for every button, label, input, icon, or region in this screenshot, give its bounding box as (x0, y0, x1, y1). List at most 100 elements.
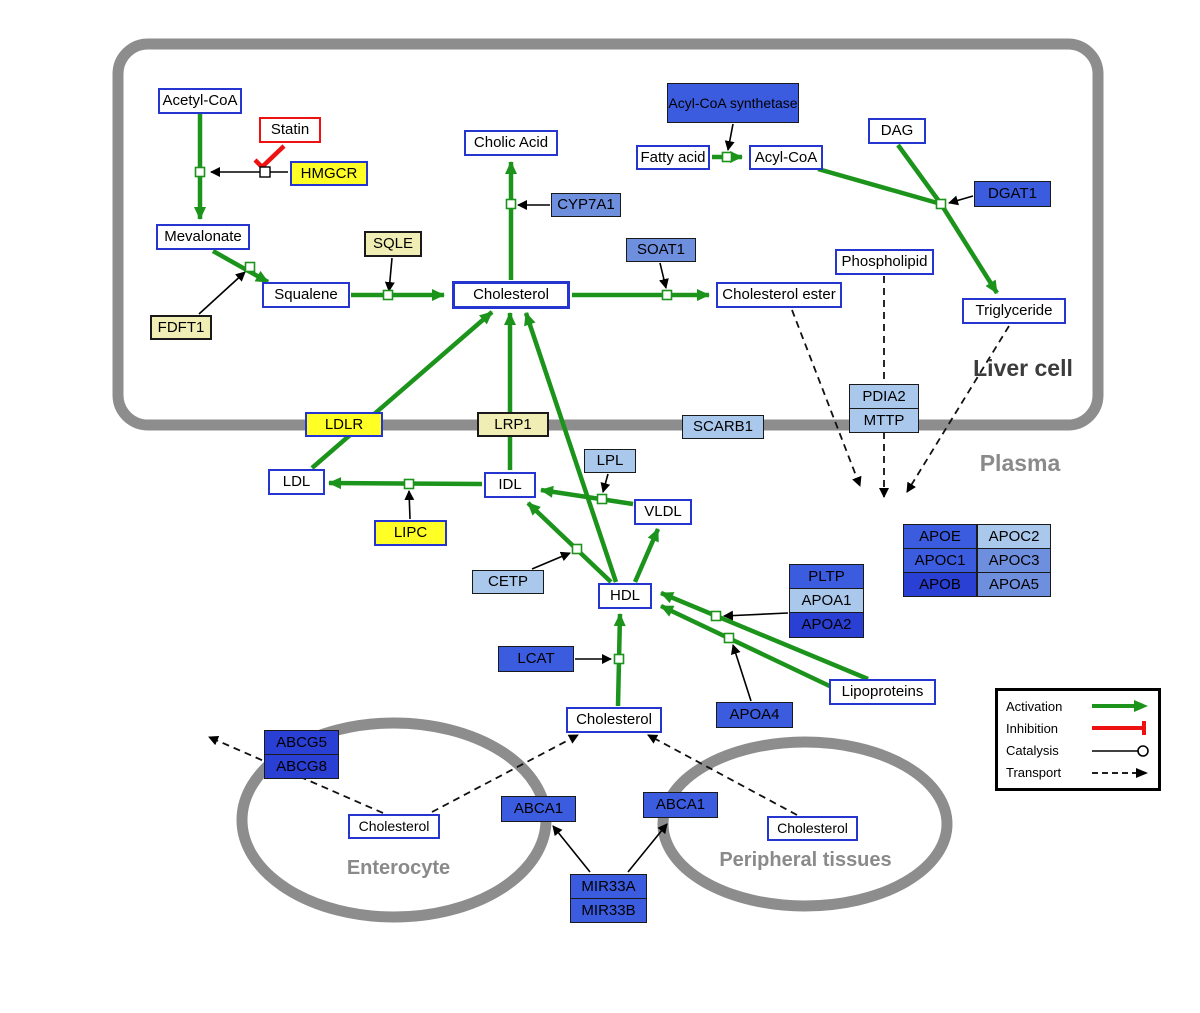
node-dgat1[interactable]: DGAT1 (974, 181, 1051, 207)
node-mttp[interactable]: MTTP (849, 408, 919, 433)
liver-cell-membrane (112, 38, 1104, 431)
catalysis-soat1 (659, 262, 669, 289)
node-lcat[interactable]: LCAT (498, 646, 574, 672)
node-hmgcr[interactable]: HMGCR (290, 161, 368, 186)
node-dag[interactable]: DAG (868, 118, 926, 144)
edge-mir33-abca1-right (627, 823, 668, 873)
node-phospholipid[interactable]: Phospholipid (835, 249, 934, 275)
node-abca1-right[interactable]: ABCA1 (643, 792, 718, 818)
node-abca1-left[interactable]: ABCA1 (501, 796, 576, 822)
edge-lipoproteins-hdl-upper (660, 590, 869, 682)
node-lpl[interactable]: LPL (584, 449, 636, 473)
transport-cholesterol-abcg (208, 736, 384, 814)
node-abcg5[interactable]: ABCG5 (264, 730, 339, 755)
plasma-label: Plasma (979, 450, 1061, 476)
node-sqle[interactable]: SQLE (364, 231, 422, 257)
complex-abcg5-abcg8: ABCG5 ABCG8 (264, 730, 339, 779)
peripheral-tissues-label: Peripheral tissues (719, 849, 892, 871)
activation-edges (194, 113, 999, 707)
edge-hdl-vldl (632, 528, 661, 583)
node-abcg8[interactable]: ABCG8 (264, 754, 339, 779)
edge-hdl-cholesterol (523, 312, 619, 583)
node-cetp[interactable]: CETP (472, 570, 544, 594)
node-soat1[interactable]: SOAT1 (626, 238, 696, 262)
node-apoa2[interactable]: APOA2 (789, 612, 864, 638)
legend-transport: Transport (1006, 765, 1150, 780)
junction-fdft1 (244, 261, 256, 273)
legend-inhibition: Inhibition (1006, 721, 1150, 736)
node-apoa1[interactable]: APOA1 (789, 588, 864, 613)
node-pltp[interactable]: PLTP (789, 564, 864, 589)
legend-activation-label: Activation (1006, 698, 1063, 714)
node-squalene[interactable]: Squalene (262, 282, 350, 308)
node-cholesterol-ester[interactable]: Cholesterol ester (716, 282, 842, 308)
catalysis-lipc (404, 490, 415, 520)
node-lipoproteins[interactable]: Lipoproteins (829, 679, 936, 705)
node-idl[interactable]: IDL (484, 472, 536, 498)
liver-cell-label: Liver cell (973, 355, 1073, 381)
junction-soat1 (661, 289, 673, 301)
node-triglyceride[interactable]: Triglyceride (962, 298, 1066, 324)
legend-catalysis: Catalysis (1006, 743, 1150, 758)
junction-lpl (596, 493, 608, 505)
legend-catalysis-label: Catalysis (1006, 743, 1059, 759)
enterocyte-label: Enterocyte (346, 857, 451, 879)
node-acetyl-coa[interactable]: Acetyl-CoA (158, 88, 242, 114)
node-pdia2[interactable]: PDIA2 (849, 384, 919, 409)
node-cholesterol-liver[interactable]: Cholesterol (452, 281, 570, 309)
node-scarb1[interactable]: SCARB1 (682, 415, 764, 439)
node-cholic-acid[interactable]: Cholic Acid (464, 130, 558, 156)
catalysis-acylcoa-synthetase (724, 123, 735, 151)
node-vldl[interactable]: VLDL (634, 499, 692, 525)
node-fatty-acid[interactable]: Fatty acid (636, 145, 710, 170)
node-apoc3[interactable]: APOC3 (977, 548, 1051, 573)
junction-apoa4 (723, 632, 735, 644)
catalysis-sqle (384, 257, 395, 292)
node-apoa4[interactable]: APOA4 (716, 702, 793, 728)
node-cholesterol-enterocyte[interactable]: Cholesterol (348, 814, 440, 839)
catalysis-lpl (600, 473, 611, 493)
catalysis-apoa-group (723, 610, 789, 621)
catalysis-cetp (531, 551, 571, 570)
node-fdft1[interactable]: FDFT1 (150, 315, 212, 340)
node-lipc[interactable]: LIPC (374, 520, 447, 546)
catalysis-dgat1 (948, 195, 974, 206)
node-mir33a[interactable]: MIR33A (570, 874, 647, 899)
node-hdl[interactable]: HDL (598, 583, 652, 609)
junction-apoa-group (710, 610, 722, 622)
node-acyl-coa-synthetase[interactable]: Acyl-CoA synthetase (667, 83, 799, 123)
node-ldl[interactable]: LDL (268, 469, 325, 495)
catalysis-circle-icon (1092, 744, 1149, 757)
transport-dashed-arrow-icon (1092, 767, 1148, 778)
node-acyl-coa[interactable]: Acyl-CoA (749, 145, 823, 170)
node-statin[interactable]: Statin (259, 117, 321, 143)
complex-pltp-apoa1-apoa2: PLTP APOA1 APOA2 (789, 564, 864, 638)
node-ldlr[interactable]: LDLR (305, 412, 383, 437)
legend-activation: Activation (1006, 699, 1150, 714)
transport-peripheral-plasma (647, 734, 798, 816)
legend-transport-label: Transport (1006, 765, 1062, 781)
node-apoc1[interactable]: APOC1 (903, 548, 977, 573)
complex-mir33a-mir33b: MIR33A MIR33B (570, 874, 647, 923)
node-apoa5[interactable]: APOA5 (977, 572, 1051, 597)
node-mevalonate[interactable]: Mevalonate (156, 224, 250, 250)
apolipoprotein-grid: APOE APOC2 APOC1 APOC3 APOB APOA5 (903, 524, 1052, 597)
edge-mevalonate-squalene (211, 249, 270, 284)
catalysis-edges (198, 123, 974, 873)
edge-acylcoa-junction (817, 166, 942, 207)
node-lrp1[interactable]: LRP1 (477, 412, 549, 437)
junction-sqle (382, 289, 394, 301)
node-cholesterol-peripheral[interactable]: Cholesterol (767, 816, 858, 841)
node-cholesterol-plasma[interactable]: Cholesterol (566, 707, 662, 733)
node-cyp7a1[interactable]: CYP7A1 (551, 193, 621, 217)
node-apoe[interactable]: APOE (903, 524, 977, 549)
node-apob[interactable]: APOB (903, 572, 977, 597)
legend-inhibition-label: Inhibition (1006, 720, 1059, 736)
node-apoc2[interactable]: APOC2 (977, 524, 1051, 549)
edge-junction-triglyceride (939, 202, 999, 295)
edge-mir33-abca1-left (552, 825, 591, 873)
edge-ldl-cholesterol (310, 310, 494, 470)
node-mir33b[interactable]: MIR33B (570, 898, 647, 923)
